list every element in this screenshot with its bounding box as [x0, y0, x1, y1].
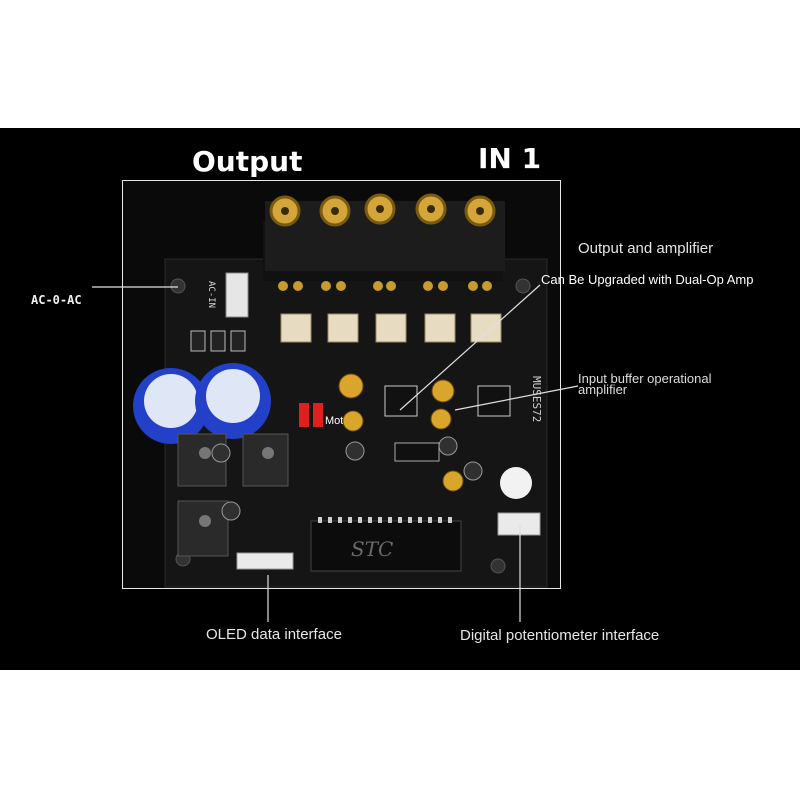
opamp-silk: MUSES72 — [530, 376, 543, 422]
upgrade-note-label: Can Be Upgraded with Dual-Op Amp — [541, 272, 754, 287]
ac-in-label: AC-0-AC — [31, 293, 82, 307]
relay-label: Mot — [325, 415, 343, 427]
rca-jacks — [265, 193, 505, 271]
filter-capacitors — [133, 363, 271, 444]
pcb-photo: AC-IN Mot — [122, 180, 561, 589]
heading-in1: IN 1 — [478, 142, 542, 175]
chip-brand: STC — [351, 537, 393, 561]
heading-output: Output — [192, 145, 303, 178]
input-buffer-label: Input buffer operational amplifier — [578, 371, 712, 397]
oled-interface-label: OLED data interface — [206, 626, 342, 643]
digital-pot-interface-label: Digital potentiometer interface — [460, 627, 660, 644]
ac-in-silk: AC-IN — [206, 281, 216, 308]
output-amplifier-label: Output and amplifier — [578, 240, 714, 257]
pcb-illustration: AC-IN Mot — [133, 193, 548, 588]
